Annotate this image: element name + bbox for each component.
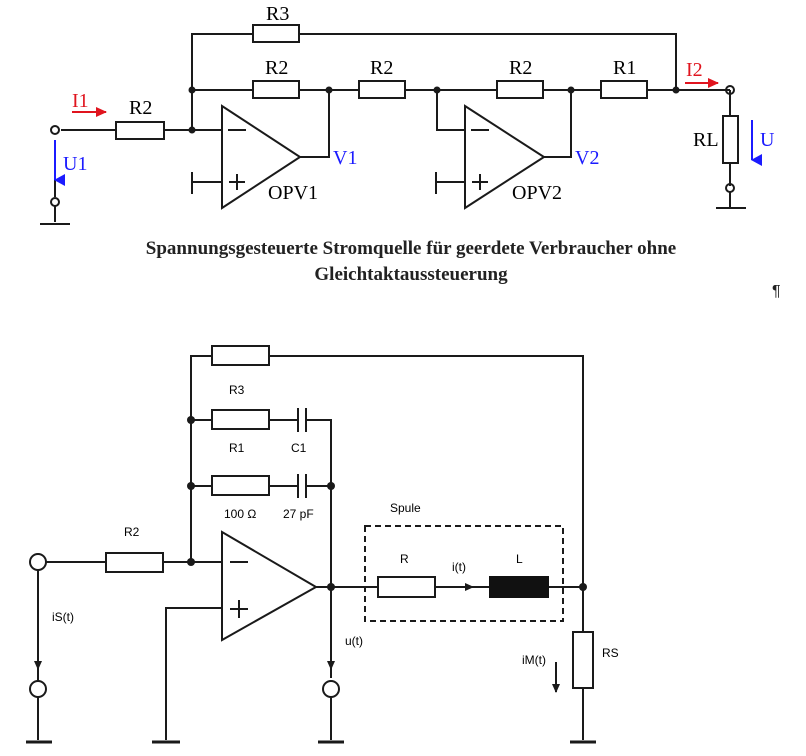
label-r2-top-b: R2 [370, 57, 393, 79]
label-r1-bottom: R1 [229, 441, 245, 455]
label-r-coil: R [400, 552, 409, 566]
label-r2-input-top: R2 [129, 97, 152, 119]
label-v1: V1 [333, 147, 357, 169]
label-i1: I1 [72, 90, 89, 112]
resistor-r2-input-top [115, 121, 165, 140]
opamp-opv1 [221, 104, 302, 210]
resistor-r2-top-b [358, 80, 406, 99]
label-i2: I2 [686, 59, 703, 81]
label-ul-cut: U [760, 129, 775, 151]
caption-line-1: Spannungsgesteuerte Stromquelle für geer… [146, 238, 676, 259]
label-rl: RL [693, 129, 719, 151]
label-100-ohm: 100 Ω [224, 507, 256, 521]
bottom-terminals [29, 553, 340, 698]
opv2-plus-sign [472, 174, 488, 190]
label-spule: Spule [390, 501, 421, 515]
inductor-l [489, 576, 549, 598]
coil-box-spule [364, 525, 564, 622]
resistor-r2-top-a [252, 80, 300, 99]
opamp-opv2 [464, 104, 546, 210]
resistor-rl [722, 115, 739, 164]
capacitor-c1 [297, 408, 307, 432]
bottom-circuit: R3 R1 C1 100 Ω 27 pF R2 Spule R i(t) L i… [26, 345, 619, 744]
label-is: iS(t) [52, 610, 74, 624]
resistor-r2-bottom [105, 552, 164, 573]
capacitor-27pf [297, 474, 307, 498]
resistor-r3-top [252, 24, 300, 43]
top-terminals [50, 85, 735, 207]
resistor-rs [572, 631, 594, 689]
caption-line-2: Gleichtaktaussteuerung [314, 264, 508, 285]
label-r2-top-a: R2 [265, 57, 288, 79]
label-r2-top-c: R2 [509, 57, 532, 79]
label-l: L [516, 552, 523, 566]
resistor-r-coil [377, 576, 436, 598]
bottom-junction-dots [187, 416, 587, 591]
label-im: iM(t) [522, 653, 546, 667]
resistor-r2-top-c [496, 80, 544, 99]
label-r3-top: R3 [266, 3, 289, 25]
resistor-r1-bottom [211, 409, 270, 430]
label-it: i(t) [452, 560, 466, 574]
opamp-bottom [221, 530, 319, 642]
pilcrow-mark: ¶ [772, 283, 781, 300]
label-27pf: 27 pF [283, 507, 314, 521]
top-circuit: R3 R2 R2 R2 R1 R2 I1 I2 U1 RL U V1 V2 OP… [40, 3, 781, 300]
label-r3-bottom: R3 [229, 383, 245, 397]
label-rs: RS [602, 646, 619, 660]
label-opv1: OPV1 [268, 182, 318, 204]
resistor-r1-top [600, 80, 648, 99]
bottom-wires [37, 355, 584, 740]
label-r2-bottom: R2 [124, 525, 140, 539]
label-ut: u(t) [345, 634, 363, 648]
resistor-r3-bottom [211, 345, 270, 366]
label-r1-top: R1 [613, 57, 636, 79]
label-c1: C1 [291, 441, 307, 455]
label-opv2: OPV2 [512, 182, 562, 204]
opv1-plus-sign [229, 174, 245, 190]
opamp-bottom-plus-sign [230, 600, 248, 618]
resistor-100-ohm [211, 475, 270, 496]
label-u1: U1 [63, 153, 87, 175]
label-v2: V2 [575, 147, 599, 169]
top-junction-dots [188, 86, 680, 134]
